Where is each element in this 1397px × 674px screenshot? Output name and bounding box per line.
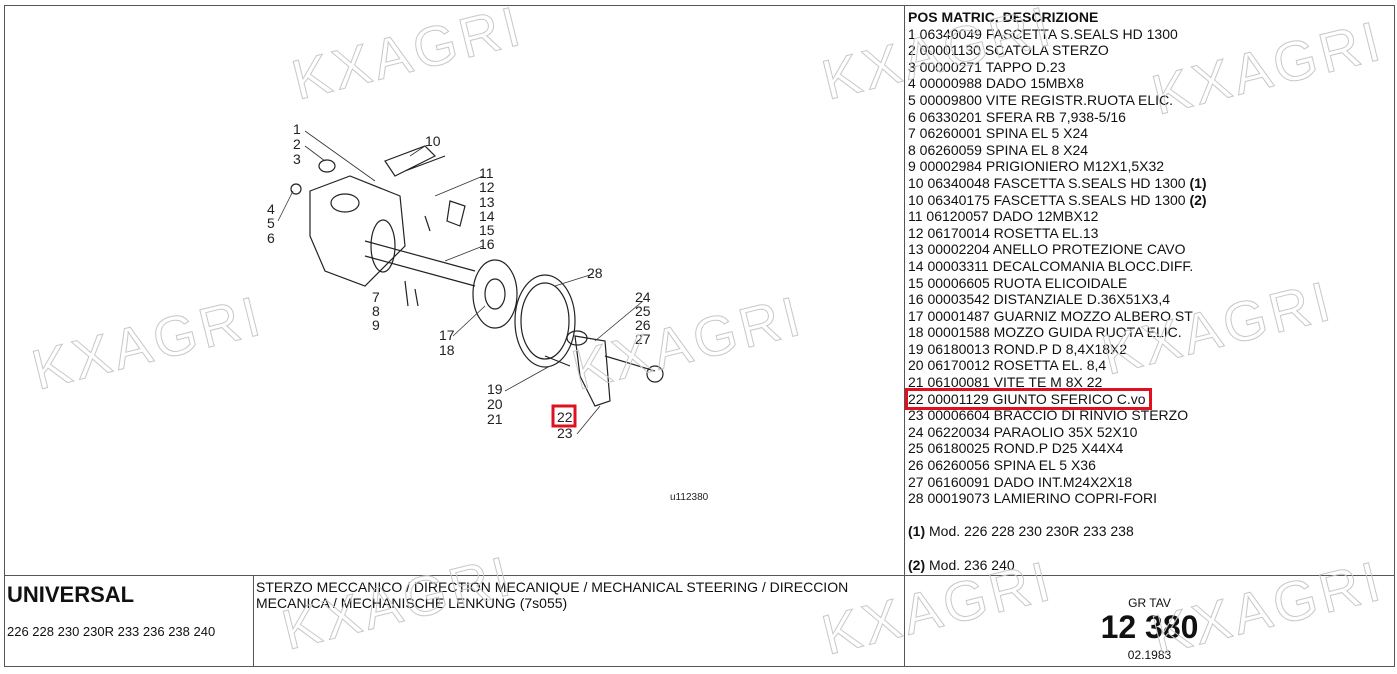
parts-list-row: 28 00019073 LAMIERINO COPRI-FORI xyxy=(908,490,1157,507)
callout-28: 28 xyxy=(587,265,603,281)
callout-20: 20 xyxy=(487,396,503,412)
drawing-code: u112380 xyxy=(670,492,709,503)
table-number: 12 380 xyxy=(1100,609,1199,645)
callout-24: 24 xyxy=(635,289,651,305)
parts-list-row: 25 06180025 ROND.P D25 X44X4 xyxy=(908,440,1124,457)
callout-17: 17 xyxy=(439,327,455,343)
table-ref-cell: GR TAV 12 380 02.1983 xyxy=(904,575,1395,667)
parts-list-row: 22 00001129 GIUNTO SFERICO C.vo xyxy=(905,387,1394,411)
callout-16: 16 xyxy=(479,236,495,252)
parts-list-row: 12 06170014 ROSETTA EL.13 xyxy=(908,224,1099,241)
parts-list-row: 23 00006604 BRACCIO DI RINVIO STERZO xyxy=(908,407,1189,424)
parts-list-row: 10 06340048 FASCETTA S.SEALS HD 1300 (1) xyxy=(908,174,1207,191)
parts-list-row: 14 00003311 DECALCOMANIA BLOCC.DIFF. xyxy=(908,257,1194,274)
callout-15: 15 xyxy=(479,222,495,238)
parts-list-row: 9 00002984 PRIGIONIERO M12X1,5X32 xyxy=(908,158,1165,175)
parts-list-row: 27 06160091 DADO INT.M24X2X18 xyxy=(908,473,1133,490)
callout-6: 6 xyxy=(267,230,275,246)
callout-22: 22 xyxy=(557,409,573,425)
footnote-1: (1) Mod. 226 228 230 230R 233 238 xyxy=(908,523,1134,540)
parts-list-row: 2 00001130 SCATOLA STERZO xyxy=(908,42,1109,59)
parts-list-row: 5 00009800 VITE REGISTR.RUOTA ELIC. xyxy=(908,91,1174,108)
table-date: 02.1983 xyxy=(1127,648,1172,662)
callout-25: 25 xyxy=(635,303,651,319)
callout-7: 7 xyxy=(372,289,380,305)
parts-list-row: 16 00003542 DISTANZIALE D.36X51X3,4 xyxy=(908,291,1171,308)
callout-3: 3 xyxy=(293,151,301,167)
callout-11: 11 xyxy=(479,165,494,181)
brand-cell: UNIVERSAL 226 228 230 230R 233 236 238 2… xyxy=(4,575,254,667)
parts-list-row: 10 06340175 FASCETTA S.SEALS HD 1300 (2) xyxy=(908,191,1207,208)
parts-list-row: 21 06100081 VITE TE M 8X 22 xyxy=(908,374,1103,391)
group-label: GR TAV xyxy=(1128,596,1171,610)
callout-4: 4 xyxy=(267,201,275,217)
callout-9: 9 xyxy=(372,317,380,333)
callout-1: 1 xyxy=(293,121,301,137)
title-cell: STERZO MECCANICO / DIRECTION MECANIQUE /… xyxy=(253,575,905,667)
parts-list-row: 13 00002204 ANELLO PROTEZIONE CAVO xyxy=(908,241,1186,258)
callout-2: 2 xyxy=(293,136,301,152)
callout-26: 26 xyxy=(635,317,651,333)
callout-10: 10 xyxy=(425,133,441,149)
brand-name: UNIVERSAL xyxy=(7,582,135,607)
parts-list-row: 6 06330201 SFERA RB 7,938-5/16 xyxy=(908,108,1126,125)
parts-list-panel: POS MATRIC. DESCRIZIONE 1 06340049 FASCE… xyxy=(904,5,1395,576)
parts-list-row: 26 06260056 SPINA EL 5 X36 xyxy=(908,457,1096,474)
callout-23: 23 xyxy=(557,425,573,441)
highlighted-part: 22 00001129 GIUNTO SFERICO C.vo xyxy=(905,387,1152,411)
parts-list-row: 8 06260059 SPINA EL 8 X24 xyxy=(908,141,1089,158)
parts-list-row: 18 00001588 MOZZO GUIDA RUOTA ELIC. xyxy=(908,324,1182,341)
parts-list-row: 20 06170012 ROSETTA EL. 8,4 xyxy=(908,357,1107,374)
callout-13: 13 xyxy=(479,194,495,210)
callout-14: 14 xyxy=(479,208,495,224)
callout-27: 27 xyxy=(635,331,651,347)
model-list: 226 228 230 230R 233 236 238 240 xyxy=(7,624,216,639)
parts-list-header: POS MATRIC. DESCRIZIONE xyxy=(908,9,1099,25)
footnote-2: (2) Mod. 236 240 xyxy=(908,556,1015,573)
callout-8: 8 xyxy=(372,303,380,319)
callout-18: 18 xyxy=(439,342,455,358)
callout-21: 21 xyxy=(487,411,503,427)
parts-list-row: 1 06340049 FASCETTA S.SEALS HD 1300 xyxy=(908,25,1178,42)
parts-list-row: 4 00000988 DADO 15MBX8 xyxy=(908,75,1084,92)
parts-list-row: 3 00000271 TAPPO D.23 xyxy=(908,58,1066,75)
highlight-box-22 xyxy=(551,404,577,428)
callout-5: 5 xyxy=(267,215,275,231)
section-title: STERZO MECCANICO / DIRECTION MECANIQUE /… xyxy=(256,579,849,611)
callout-12: 12 xyxy=(479,179,495,195)
parts-list-row: 19 06180013 ROND.P D 8,4X18X2 xyxy=(908,340,1128,357)
parts-list-row: 17 00001487 GUARNIZ MOZZO ALBERO ST xyxy=(908,307,1193,324)
parts-list-row: 11 06120057 DADO 12MBX12 xyxy=(908,208,1099,225)
parts-list-row: 24 06220034 PARAOLIO 35X 52X10 xyxy=(908,423,1138,440)
parts-list-row: 15 00006605 RUOTA ELICOIDALE xyxy=(908,274,1128,291)
callout-19: 19 xyxy=(487,381,503,397)
parts-list-row: 7 06260001 SPINA EL 5 X24 xyxy=(908,125,1089,142)
steering-box-shape xyxy=(309,175,406,287)
